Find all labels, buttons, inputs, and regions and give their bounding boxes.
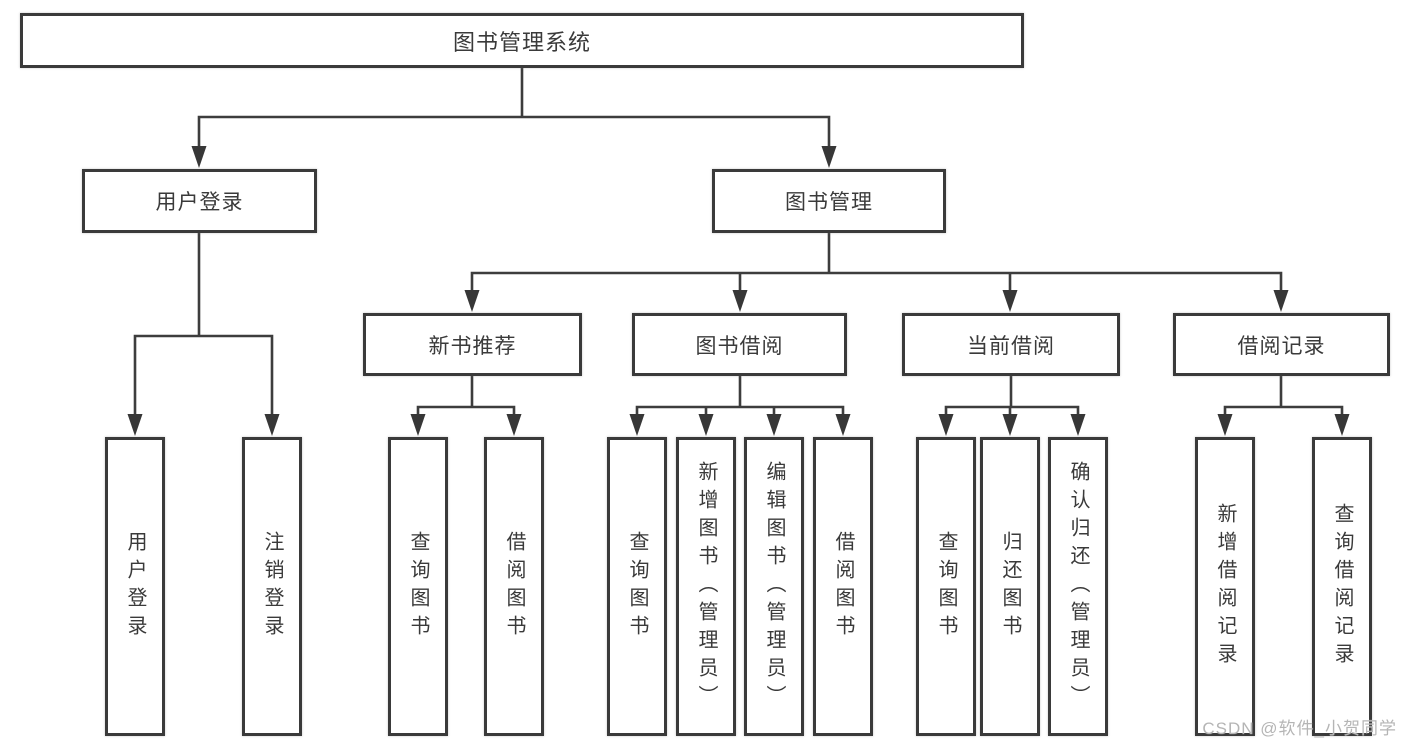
- leaf-edit-book-admin-label: 编辑图书（管理员）: [763, 460, 785, 713]
- node-user-login-label: 用户登录: [155, 191, 244, 214]
- leaf-add-borrow-record: 新增借阅记录: [1195, 437, 1255, 736]
- node-borrow-records-label: 借阅记录: [1237, 334, 1326, 358]
- leaf-add-book-admin-label: 新增图书（管理员）: [695, 460, 717, 713]
- node-current-borrow: 当前借阅: [902, 313, 1120, 376]
- leaf-query-book-3: 查询图书: [916, 437, 976, 736]
- node-book-management-label: 图书管理: [785, 191, 873, 214]
- leaf-logout-label: 注销登录: [261, 530, 283, 643]
- node-new-book-recommend-label: 新书推荐: [428, 334, 517, 358]
- leaf-query-book-1-label: 查询图书: [407, 530, 429, 643]
- node-borrow-records: 借阅记录: [1173, 313, 1390, 376]
- leaf-borrow-book-1: 借阅图书: [484, 437, 544, 736]
- leaf-borrow-book-2-label: 借阅图书: [832, 530, 854, 643]
- leaf-return-book-label: 归还图书: [999, 530, 1021, 643]
- leaf-return-book: 归还图书: [980, 437, 1040, 736]
- leaf-query-book-1: 查询图书: [388, 437, 448, 736]
- leaf-add-book-admin: 新增图书（管理员）: [676, 437, 736, 736]
- root-node-library-system: 图书管理系统: [20, 13, 1024, 68]
- node-book-borrow: 图书借阅: [632, 313, 847, 376]
- node-new-book-recommend: 新书推荐: [363, 313, 582, 376]
- leaf-confirm-return-admin-label: 确认归还（管理员）: [1067, 460, 1089, 713]
- root-node-label: 图书管理系统: [452, 29, 591, 55]
- node-current-borrow-label: 当前借阅: [967, 334, 1055, 358]
- leaf-user-login-label: 用户登录: [124, 530, 146, 643]
- leaf-query-book-3-label: 查询图书: [935, 530, 957, 643]
- leaf-query-borrow-record: 查询借阅记录: [1312, 437, 1372, 736]
- leaf-query-book-2-label: 查询图书: [626, 530, 648, 643]
- leaf-borrow-book-2: 借阅图书: [813, 437, 873, 736]
- node-book-management: 图书管理: [712, 169, 946, 233]
- leaf-query-borrow-record-label: 查询借阅记录: [1331, 502, 1353, 671]
- leaf-confirm-return-admin: 确认归还（管理员）: [1048, 437, 1108, 736]
- node-book-borrow-label: 图书借阅: [695, 334, 784, 358]
- node-user-login: 用户登录: [82, 169, 317, 233]
- leaf-borrow-book-1-label: 借阅图书: [503, 530, 525, 643]
- csdn-watermark: CSDN @软件_小贺同学: [1202, 719, 1397, 738]
- leaf-edit-book-admin: 编辑图书（管理员）: [744, 437, 804, 736]
- leaf-user-login: 用户登录: [105, 437, 165, 736]
- leaf-add-borrow-record-label: 新增借阅记录: [1214, 502, 1236, 671]
- leaf-query-book-2: 查询图书: [607, 437, 667, 736]
- leaf-logout: 注销登录: [242, 437, 302, 736]
